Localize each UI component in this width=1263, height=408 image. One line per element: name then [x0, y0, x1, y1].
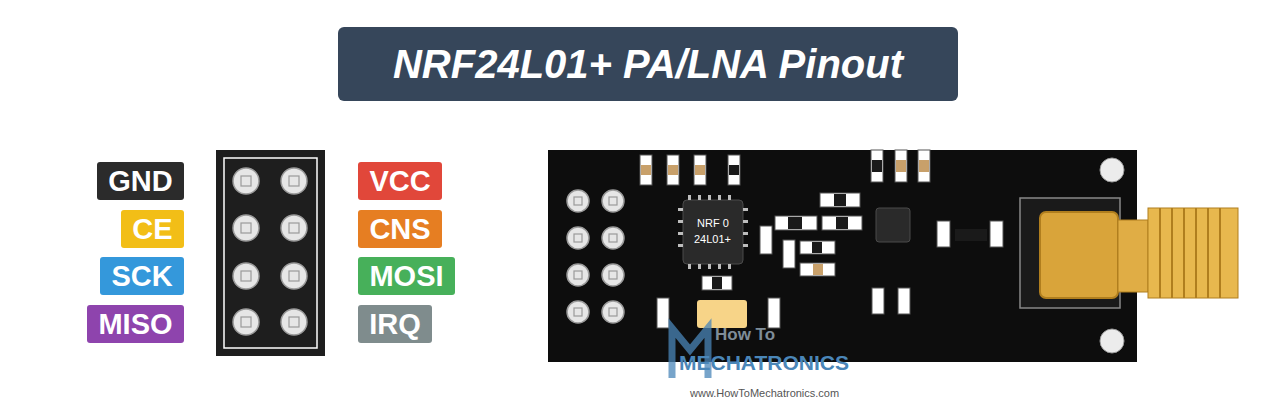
- chip-marking: 24L01+: [694, 234, 731, 245]
- watermark: How To: [715, 326, 775, 343]
- mounting-hole: [1100, 329, 1124, 353]
- pin-name: SCK: [111, 262, 172, 291]
- pin-label: GND: [97, 162, 184, 200]
- watermark: MECHATRONICS: [679, 352, 849, 373]
- pcb-board: [548, 150, 1137, 362]
- pin-name: IRQ: [369, 310, 421, 339]
- pin-label: CNS: [358, 210, 442, 248]
- pin-name: VCC: [369, 167, 430, 196]
- mounting-hole: [1100, 158, 1124, 182]
- pa-lna-chip: [876, 208, 910, 242]
- pin-name: CE: [132, 215, 172, 244]
- title-text: NRF24L01+ PA/LNA Pinout: [393, 44, 903, 84]
- pin-header: [216, 150, 325, 356]
- pin-label: MOSI: [358, 257, 455, 295]
- watermark-url: www.HowToMechatronics.com: [690, 388, 839, 399]
- header-pins: [233, 168, 307, 335]
- pin-label: MISO: [87, 305, 184, 343]
- title-banner: NRF24L01+ PA/LNA Pinout: [338, 27, 958, 101]
- sma-connector: [1020, 198, 1238, 308]
- pin-name: MOSI: [369, 262, 443, 291]
- header-pin-squares: [241, 176, 299, 327]
- pin-name: GND: [108, 167, 172, 196]
- pin-label: VCC: [358, 162, 442, 200]
- chip-marking: NRF 0: [697, 218, 729, 229]
- pin-name: MISO: [98, 310, 172, 339]
- pin-label: SCK: [100, 257, 184, 295]
- pin-label: CE: [121, 210, 184, 248]
- pin-label: IRQ: [358, 305, 432, 343]
- pin-name: CNS: [369, 215, 430, 244]
- smd-components: [640, 150, 1003, 328]
- pcb-pin-squares: [574, 197, 617, 316]
- chip-leads: [678, 195, 748, 269]
- nrf-chip: [683, 200, 743, 264]
- crystal: [697, 300, 747, 328]
- pin-header-outline: [224, 158, 317, 348]
- pcb-pins: [567, 190, 624, 323]
